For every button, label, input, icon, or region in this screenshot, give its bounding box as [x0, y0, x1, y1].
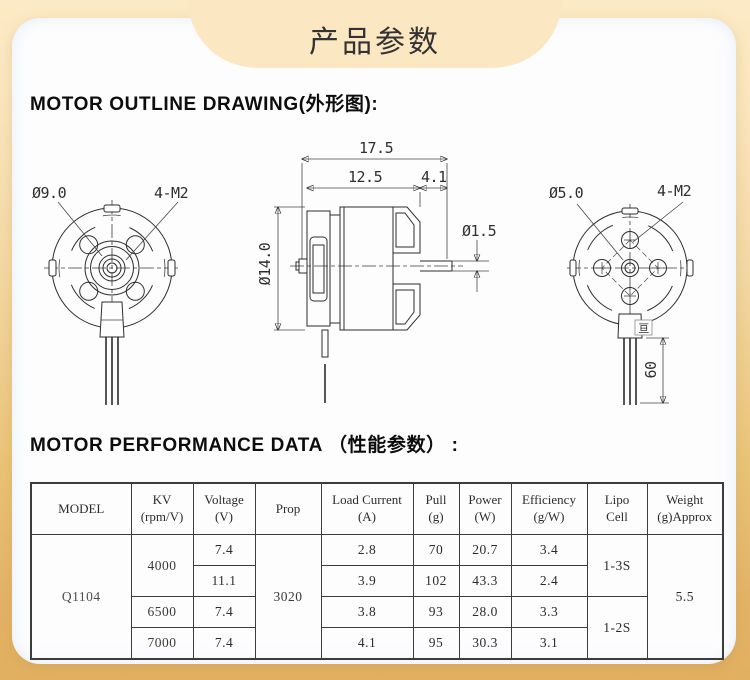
- cell-pull-r3: 93: [412, 596, 460, 628]
- cell-power-r1: 20.7: [458, 534, 512, 566]
- cell-efficiency-r1: 3.4: [510, 534, 588, 566]
- cell-voltage-r1: 7.4: [192, 534, 256, 566]
- motor-front-view-drawing: Ø9.0 4-M2: [32, 184, 189, 405]
- front-diameter-label: Ø9.0: [32, 184, 67, 202]
- side-body-length-label: 12.5: [348, 168, 382, 186]
- side-shaft-length-label: 4.1: [421, 168, 447, 186]
- cell-efficiency-r3: 3.3: [510, 596, 588, 628]
- performance-table: MODEL KV (rpm/V) Voltage (V) Prop Load C…: [30, 482, 724, 660]
- motor-side-view-drawing: 17.5 12.5 4.1 Ø14.0 Ø1.5: [256, 139, 497, 403]
- cell-lipo-13s: 1-3S: [586, 534, 648, 597]
- title-banner: [187, 0, 563, 68]
- cell-model: Q1104: [30, 534, 132, 660]
- col-header-weight: Weight (g)Approx: [646, 482, 724, 535]
- cell-pull-r4: 95: [412, 627, 460, 660]
- col-header-load-current: Load Current (A): [320, 482, 414, 535]
- side-body-diameter-label: Ø14.0: [256, 242, 274, 285]
- cell-power-r4: 30.3: [458, 627, 512, 660]
- outline-heading: MOTOR OUTLINE DRAWING(外形图):: [30, 94, 379, 115]
- back-screws-label: 4-M2: [657, 182, 691, 200]
- back-diameter-label: Ø5.0: [549, 184, 584, 202]
- side-total-length-label: 17.5: [359, 139, 393, 157]
- cell-lipo-12s: 1-2S: [586, 596, 648, 660]
- cell-power-r3: 28.0: [458, 596, 512, 628]
- cell-power-r2: 43.3: [458, 565, 512, 597]
- col-header-efficiency: Efficiency (g/W): [510, 482, 588, 535]
- cell-kv-6500: 6500: [130, 596, 194, 628]
- cell-efficiency-r4: 3.1: [510, 627, 588, 660]
- table-row: 6500 7.4 3.8 93 28.0 3.3 1-2S: [31, 596, 723, 660]
- cell-prop: 3020: [254, 534, 322, 660]
- cell-load-current-r1: 2.8: [320, 534, 414, 566]
- col-header-pull: Pull (g): [412, 482, 460, 535]
- cell-load-current-r4: 4.1: [320, 627, 414, 660]
- cell-voltage-r2: 11.1: [192, 565, 256, 597]
- cell-load-current-r2: 3.9: [320, 565, 414, 597]
- page-title: 产品参数: [309, 26, 441, 59]
- cell-voltage-r4: 7.4: [192, 627, 256, 660]
- table-header-row: MODEL KV (rpm/V) Voltage (V) Prop Load C…: [30, 482, 724, 535]
- col-header-voltage: Voltage (V): [192, 482, 256, 535]
- table-row: 7000 7.4 4.1 95 30.3 3.1: [31, 627, 723, 660]
- col-header-kv: KV (rpm/V): [130, 482, 194, 535]
- cell-kv-7000: 7000: [130, 627, 194, 660]
- back-wire-length-label: 60: [642, 361, 660, 379]
- wire-gauge-symbol: 亘: [638, 322, 649, 335]
- col-header-power: Power (W): [458, 482, 512, 535]
- cell-efficiency-r2: 2.4: [510, 565, 588, 597]
- cell-weight: 5.5: [646, 534, 724, 660]
- col-header-prop: Prop: [254, 482, 322, 535]
- side-shaft-diameter-label: Ø1.5: [462, 222, 496, 240]
- motor-back-view-drawing: 亘 60 Ø5.0 4-M2: [549, 182, 694, 405]
- cell-pull-r1: 70: [412, 534, 460, 566]
- table-row: Q1104 4000 7.4 3020 2.8 70 20.7 3.4 1-3S…: [30, 534, 724, 660]
- performance-heading: MOTOR PERFORMANCE DATA （性能参数） :: [30, 435, 459, 456]
- cell-pull-r2: 102: [412, 565, 460, 597]
- front-screws-label: 4-M2: [154, 184, 188, 202]
- cell-load-current-r3: 3.8: [320, 596, 414, 628]
- col-header-model: MODEL: [30, 482, 132, 535]
- cell-kv-4000: 4000: [130, 534, 194, 597]
- cell-voltage-r3: 7.4: [192, 596, 256, 628]
- col-header-lipo-cell: Lipo Cell: [586, 482, 648, 535]
